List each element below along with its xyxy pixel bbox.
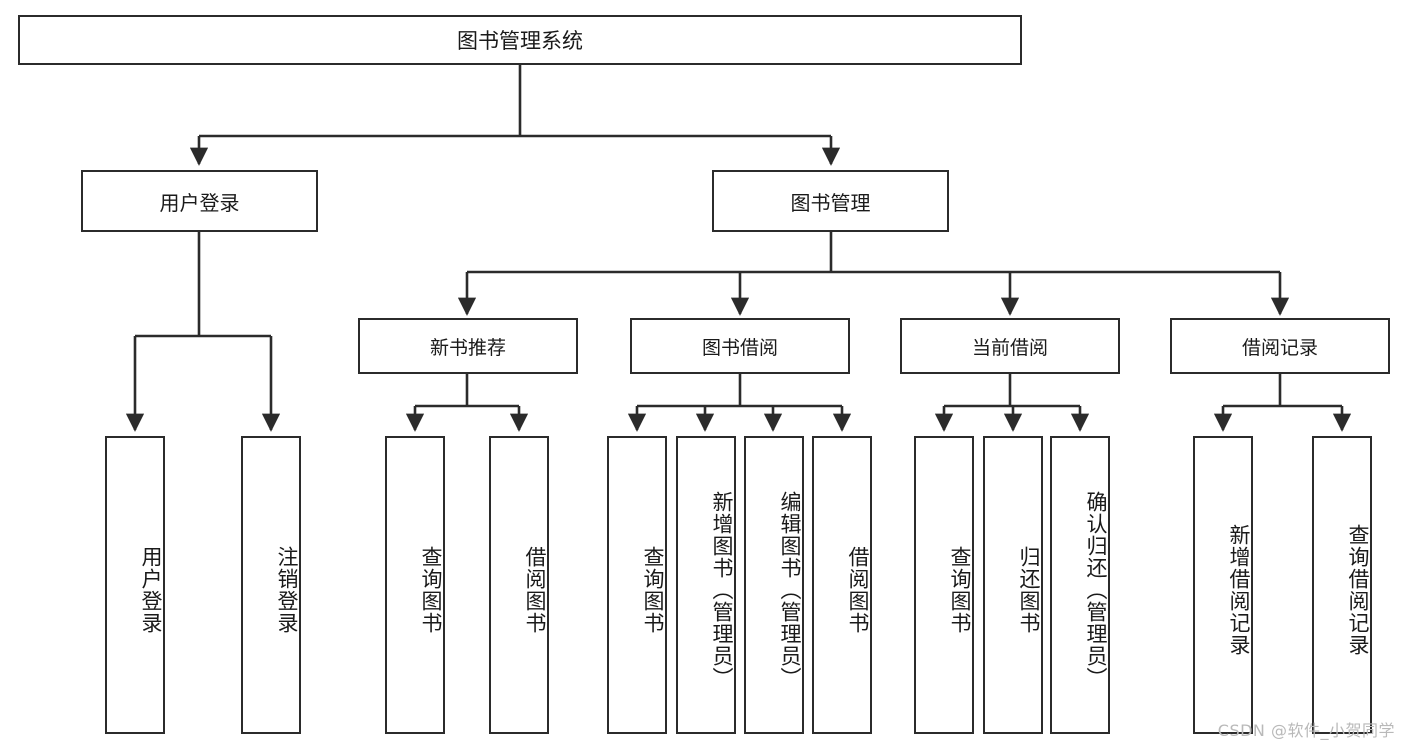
node-book-borrow[interactable]: 图书借阅: [630, 318, 850, 374]
leaf-label: 借阅图书: [523, 546, 547, 634]
node-new-book-recommend-label: 新书推荐: [429, 336, 506, 359]
node-root[interactable]: 图书管理系统: [18, 15, 1022, 65]
node-borrow-record-label: 借阅记录: [1241, 336, 1318, 359]
leaf-current-confirm-return-admin[interactable]: 确认归还（管理员）: [1050, 436, 1110, 734]
leaf-label: 编辑图书（管理员）: [778, 491, 802, 689]
watermark: CSDN @软件_小贺同学: [1217, 721, 1395, 740]
leaf-borrow-borrow-book[interactable]: 借阅图书: [812, 436, 872, 734]
node-current-borrow[interactable]: 当前借阅: [900, 318, 1120, 374]
leaf-borrow-add-book-admin[interactable]: 新增图书（管理员）: [676, 436, 736, 734]
leaf-label: 确认归还（管理员）: [1084, 491, 1108, 689]
leaf-label: 新增图书（管理员）: [710, 491, 734, 689]
leaf-user-login-signin[interactable]: 用户登录: [105, 436, 165, 734]
leaf-label: 查询图书: [641, 546, 665, 634]
leaf-new-book-query[interactable]: 查询图书: [385, 436, 445, 734]
node-user-login-label: 用户登录: [159, 190, 240, 215]
leaf-record-query[interactable]: 查询借阅记录: [1312, 436, 1372, 734]
leaf-record-add[interactable]: 新增借阅记录: [1193, 436, 1253, 734]
leaf-borrow-query-book[interactable]: 查询图书: [607, 436, 667, 734]
node-current-borrow-label: 当前借阅: [971, 336, 1048, 359]
node-user-login[interactable]: 用户登录: [81, 170, 318, 232]
leaf-borrow-edit-book-admin[interactable]: 编辑图书（管理员）: [744, 436, 804, 734]
leaf-label: 用户登录: [139, 546, 163, 634]
node-new-book-recommend[interactable]: 新书推荐: [358, 318, 578, 374]
node-borrow-record[interactable]: 借阅记录: [1170, 318, 1390, 374]
leaf-new-book-borrow[interactable]: 借阅图书: [489, 436, 549, 734]
leaf-label: 归还图书: [1017, 546, 1041, 634]
leaf-current-query-book[interactable]: 查询图书: [914, 436, 974, 734]
leaf-label: 借阅图书: [846, 546, 870, 634]
node-book-management-label: 图书管理: [790, 190, 871, 215]
leaf-user-login-signout[interactable]: 注销登录: [241, 436, 301, 734]
leaf-label: 查询图书: [948, 546, 972, 634]
leaf-label: 查询图书: [419, 546, 443, 634]
leaf-label: 查询借阅记录: [1346, 524, 1370, 656]
leaf-label: 注销登录: [275, 546, 299, 634]
leaf-current-return-book[interactable]: 归还图书: [983, 436, 1043, 734]
node-root-label: 图书管理系统: [457, 29, 583, 53]
node-book-borrow-label: 图书借阅: [701, 336, 778, 359]
node-book-management[interactable]: 图书管理: [712, 170, 949, 232]
leaf-label: 新增借阅记录: [1227, 524, 1251, 656]
